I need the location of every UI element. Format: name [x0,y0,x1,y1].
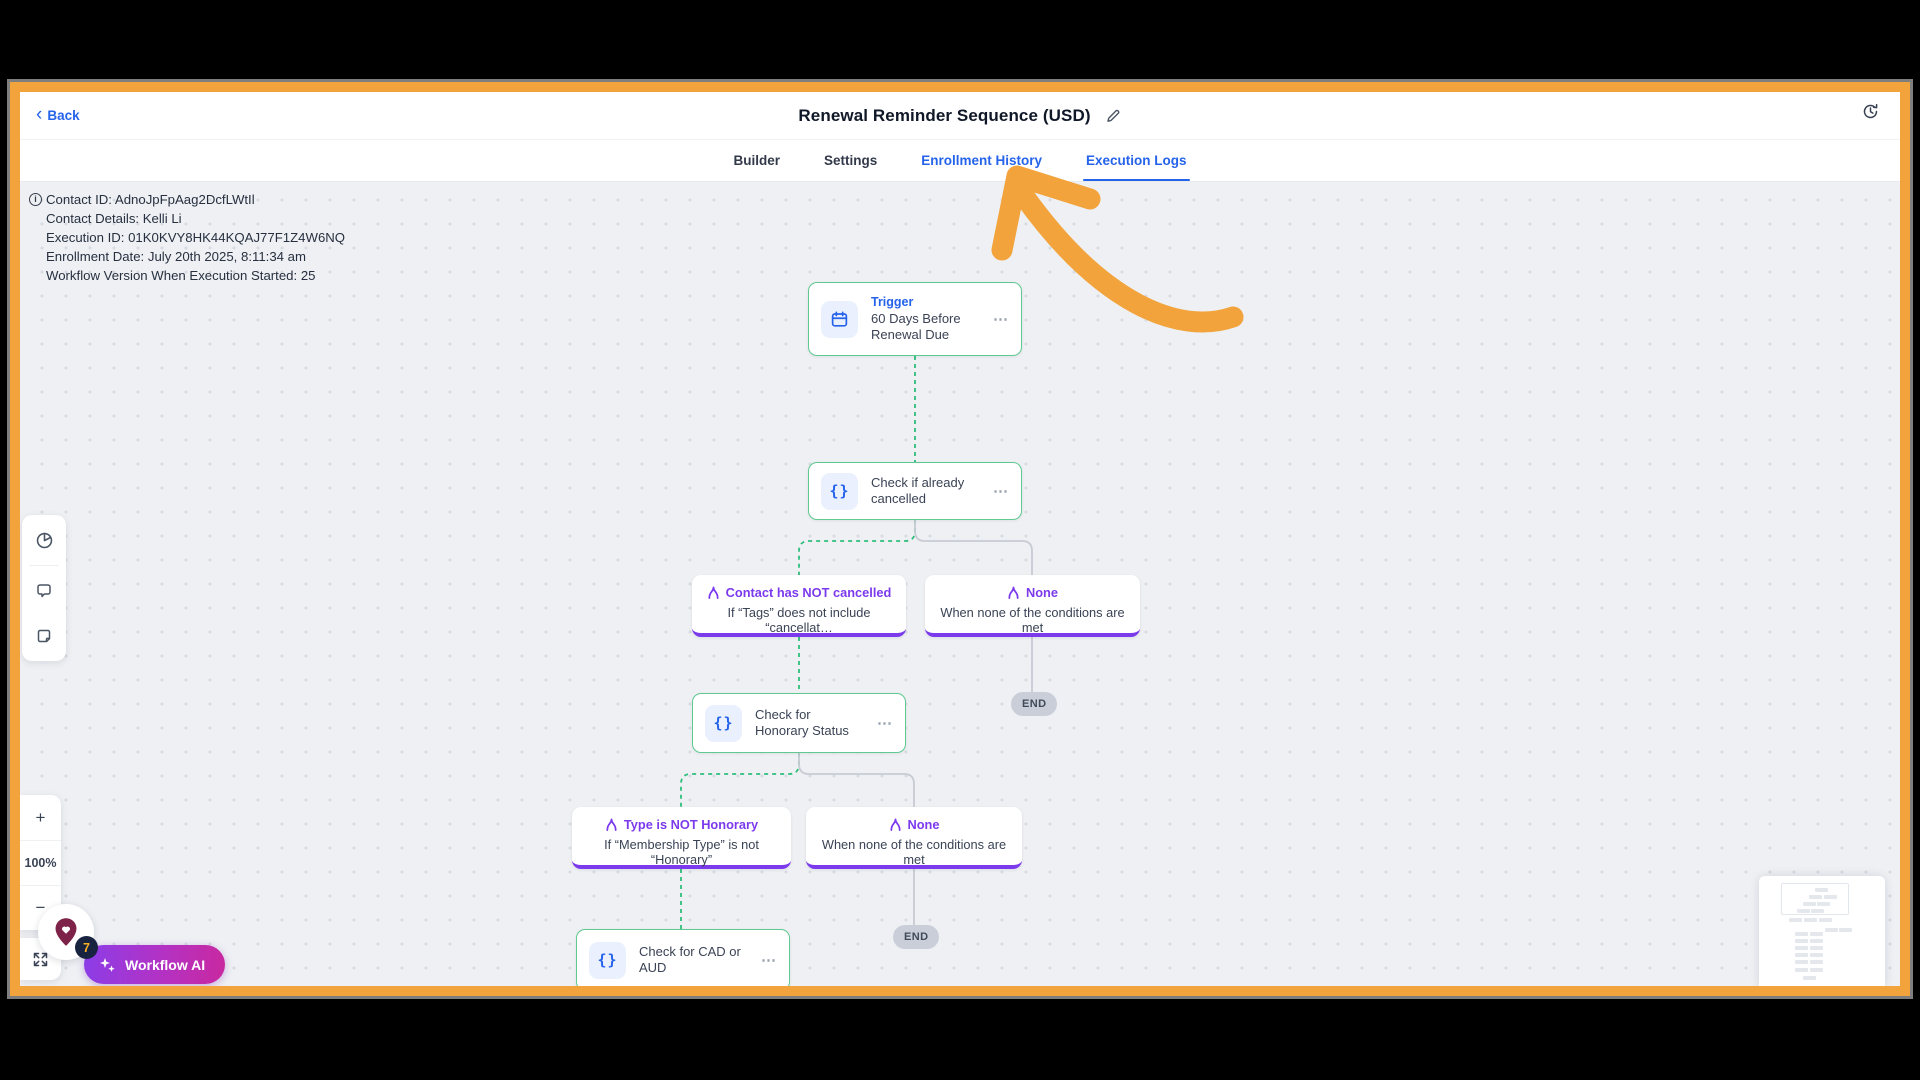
node-check-honorary[interactable]: {} Check for Honorary Status ⋯ [692,693,906,753]
notification-badge: 7 [75,936,98,959]
end-badge: END [893,925,940,949]
execution-info-line: Contact Details: Kelli Li [46,211,182,226]
execution-info: i Contact ID: AdnoJpFpAag2DcfLWtIl Conta… [29,190,346,285]
zoom-level: 100% [20,840,61,885]
branch-title: Contact has NOT cancelled [725,585,892,600]
branch-split-icon [606,818,617,831]
zoom-controls: + 100% − [20,795,61,930]
header: ‹ Back Renewal Reminder Sequence (USD) [20,92,1900,140]
node-menu-icon[interactable]: ⋯ [877,715,893,732]
favorite-pin-icon[interactable] [38,904,94,960]
back-label: Back [47,108,80,123]
branch-subtitle: If “Tags” does not include “cancellat… [727,605,871,635]
back-button[interactable]: ‹ Back [36,104,80,125]
tab-execution-logs[interactable]: Execution Logs [1083,140,1190,181]
calendar-icon [821,300,858,338]
back-chevron-icon: ‹ [36,104,43,125]
braces-icon: {} [705,704,742,742]
stats-pie-icon[interactable] [22,518,66,563]
branch-type-not-honorary[interactable]: Type is NOT Honorary If “Membership Type… [572,807,791,869]
tab-enrollment-history[interactable]: Enrollment History [921,153,1043,168]
notes-icon[interactable] [22,613,66,658]
node-title: Check if already cancelled [871,475,965,506]
braces-icon: {} [589,941,626,979]
branch-none-1[interactable]: None When none of the conditions are met [925,575,1140,637]
tab-settings[interactable]: Settings [823,153,878,168]
zoom-out-button[interactable]: − [20,885,61,930]
comments-icon[interactable] [22,568,66,613]
tab-builder[interactable]: Builder [733,153,780,168]
node-menu-icon[interactable]: ⋯ [761,952,777,969]
branch-title: None [907,817,940,832]
branch-split-icon [1008,586,1019,599]
execution-info-line: Workflow Version When Execution Started:… [46,268,316,283]
branch-split-icon [708,586,719,599]
braces-icon: {} [821,472,858,510]
branch-split-icon [889,818,901,831]
branch-none-2[interactable]: None When none of the conditions are met [806,807,1022,869]
branch-subtitle: When none of the conditions are met [940,605,1125,635]
minimap[interactable] [1759,876,1885,986]
workflow-ai-label: Workflow AI [125,956,206,973]
node-trigger[interactable]: Trigger 60 Days Before Renewal Due ⋯ [808,282,1022,356]
workflow-canvas[interactable]: i Contact ID: AdnoJpFpAag2DcfLWtIl Conta… [20,182,1900,986]
canvas-side-toolbar [22,515,66,661]
tab-bar: Builder Settings Enrollment History Exec… [20,140,1900,182]
edit-title-pencil-icon[interactable] [1105,107,1122,124]
node-title: 60 Days Before Renewal Due [871,311,961,342]
branch-title: Type is NOT Honorary [623,817,759,832]
history-icon[interactable] [1861,102,1880,121]
branch-subtitle: When none of the conditions are met [821,837,1007,867]
execution-info-line: Enrollment Date: July 20th 2025, 8:11:34… [46,249,306,264]
node-kind-label: Trigger [871,295,914,309]
zoom-in-button[interactable]: + [35,807,46,827]
app-window: ‹ Back Renewal Reminder Sequence (USD) [7,79,1913,999]
node-menu-icon[interactable]: ⋯ [993,311,1009,328]
node-menu-icon[interactable]: ⋯ [993,483,1009,500]
execution-info-line: Contact ID: AdnoJpFpAag2DcfLWtIl [46,192,255,207]
end-badge: END [1011,692,1058,716]
branch-title: None [1026,585,1058,600]
node-check-cad-aud[interactable]: {} Check for CAD or AUD ⋯ [576,929,790,986]
info-icon: i [29,193,42,206]
workflow-ai-button[interactable]: Workflow AI [84,945,226,984]
node-check-cancelled[interactable]: {} Check if already cancelled ⋯ [808,462,1022,520]
page-title: Renewal Reminder Sequence (USD) [798,105,1091,125]
branch-contact-not-cancelled[interactable]: Contact has NOT cancelled If “Tags” does… [692,575,906,637]
node-title: Check for Honorary Status [755,707,849,738]
sparkles-icon [100,958,115,972]
execution-info-line: Execution ID: 01K0KVY8HK44KQAJ77F1Z4W6NQ [46,230,346,245]
branch-subtitle: If “Membership Type” is not “Honorary” [604,837,759,867]
node-title: Check for CAD or AUD [639,944,741,975]
